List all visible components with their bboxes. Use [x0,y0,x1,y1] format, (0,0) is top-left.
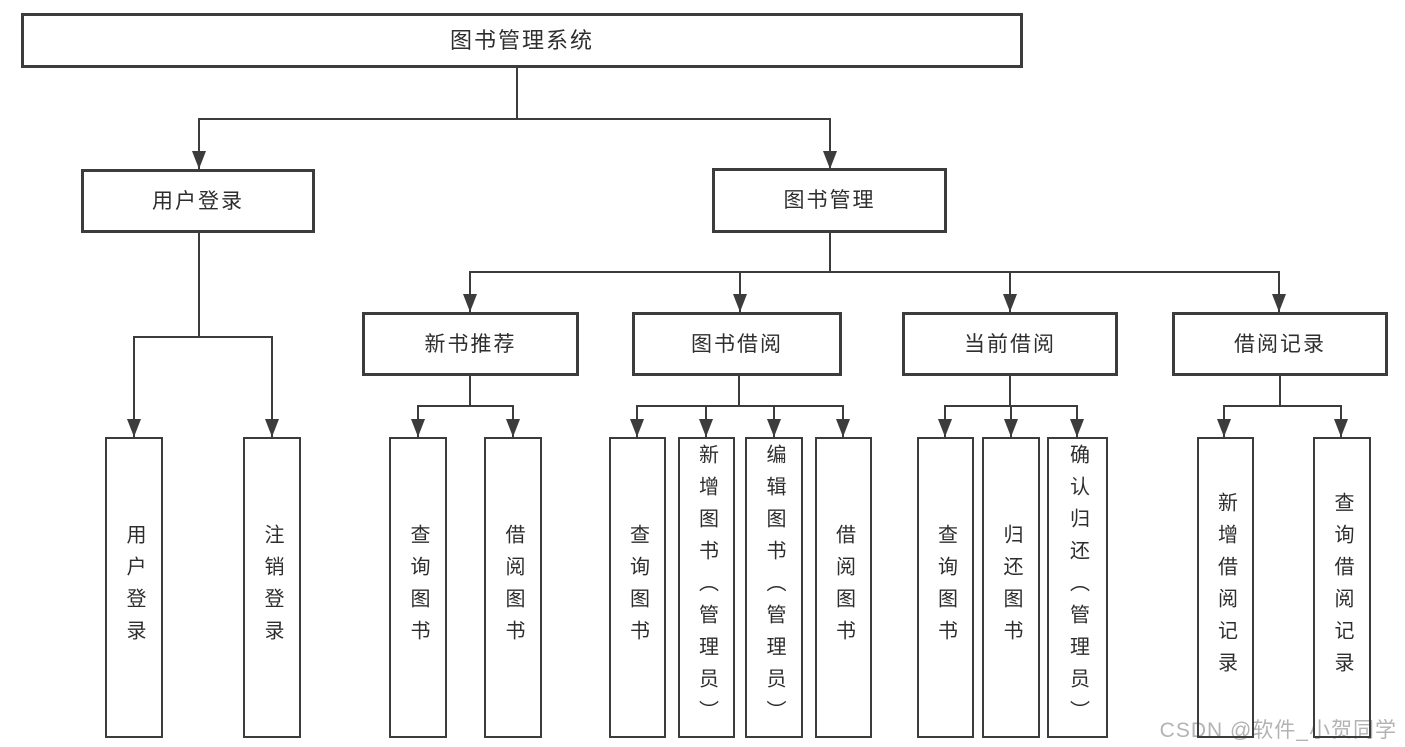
connector-rec-bar [417,405,514,407]
leaf-bb-borrow-books: 借阅图书 [815,437,872,738]
arrow-down-icon [1003,294,1017,312]
arrow-down-icon [1217,419,1231,437]
arrow-down-icon [265,419,279,437]
node-new-book-recommend: 新书推荐 [362,312,579,376]
connector-br-bar [1223,405,1342,407]
connector-level2-bar [198,118,831,120]
arrow-down-icon [506,419,520,437]
node-root-library-system: 图书管理系统 [21,13,1023,68]
connector-user-login-bar [133,336,273,338]
leaf-bb-query-books: 查询图书 [609,437,666,738]
connector-stem [133,336,135,437]
connector-stem [469,271,471,312]
arrow-down-icon [1004,419,1018,437]
node-book-management: 图书管理 [712,168,947,233]
leaf-br-add-record: 新增借阅记录 [1197,437,1254,738]
connector-cb-stub [1009,376,1011,407]
connector-stem [829,118,831,169]
connector-level3-bar [469,271,1280,273]
connector-root-stub [516,68,518,119]
arrow-down-icon [938,419,952,437]
arrow-down-icon [823,151,837,169]
connector-rec-stub [469,376,471,407]
connector-stem [1009,271,1011,312]
arrow-down-icon [411,419,425,437]
connector-bb-stub [738,376,740,407]
arrow-down-icon [836,419,850,437]
connector-stem [198,118,200,169]
leaf-bb-edit-books-admin: 编辑图书（管理员） [745,437,803,738]
node-book-borrow: 图书借阅 [632,312,842,376]
node-user-login: 用户登录 [81,169,315,233]
leaf-br-query-record: 查询借阅记录 [1313,437,1371,738]
arrow-down-icon [699,419,713,437]
connector-stem [1278,271,1280,312]
leaf-bb-add-books-admin: 新增图书（管理员） [678,437,735,738]
connector-stem [271,336,273,437]
leaf-user-login: 用户登录 [105,437,163,738]
leaf-cb-confirm-return-admin: 确认归还（管理员） [1047,437,1108,738]
arrow-down-icon [463,294,477,312]
connector-stem [739,271,741,312]
leaf-cb-query-books: 查询图书 [917,437,974,738]
connector-book-mgmt-stub [829,233,831,272]
arrow-down-icon [630,419,644,437]
leaf-rec-query-books: 查询图书 [389,437,447,738]
arrow-down-icon [1334,419,1348,437]
arrow-down-icon [733,294,747,312]
arrow-down-icon [1272,294,1286,312]
watermark: CSDN @软件_小贺同学 [1159,719,1397,742]
leaf-logout: 注销登录 [243,437,301,738]
arrow-down-icon [127,419,141,437]
arrow-down-icon [767,419,781,437]
connector-user-login-stub [198,233,200,337]
leaf-rec-borrow-books: 借阅图书 [484,437,542,738]
node-current-borrow: 当前借阅 [902,312,1118,376]
arrow-down-icon [1070,419,1084,437]
leaf-cb-return-books: 归还图书 [982,437,1040,738]
connector-bb-bar [636,405,844,407]
connector-br-stub [1279,376,1281,407]
arrow-down-icon [192,151,206,169]
node-borrow-records: 借阅记录 [1172,312,1388,376]
